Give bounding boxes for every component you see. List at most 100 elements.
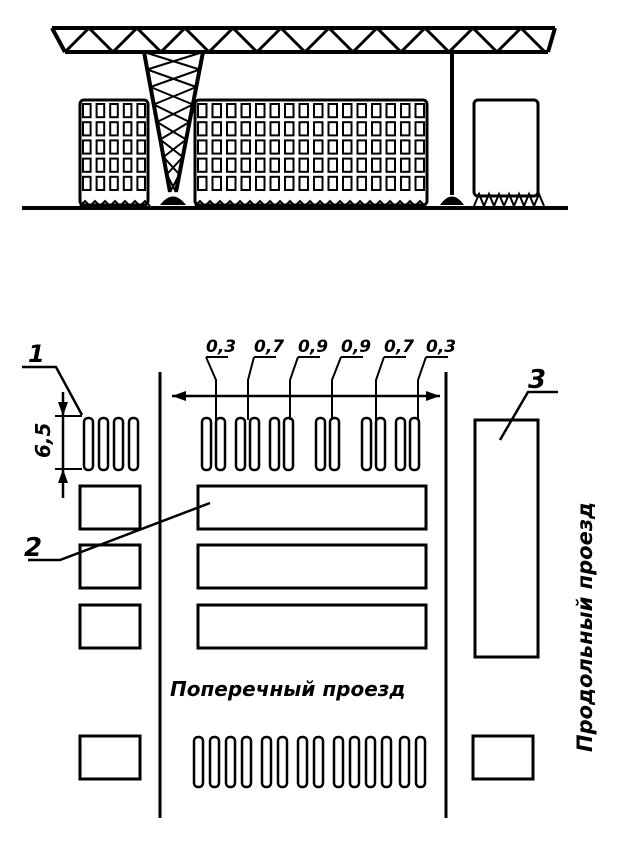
stack-box [197, 139, 208, 155]
stack-box [136, 157, 146, 173]
lattice-bar [166, 156, 184, 176]
truss-diagonal [231, 26, 259, 54]
tall-stack-3 [473, 418, 540, 659]
stack-box [400, 103, 411, 119]
lattice-bar [150, 86, 194, 106]
stack-box [240, 121, 251, 137]
stack-box [197, 175, 208, 192]
stack-box [136, 139, 146, 155]
small-pallet [127, 416, 140, 472]
arrow-left [172, 391, 186, 401]
stack-box [122, 175, 133, 192]
callout-2-label: 2 [24, 533, 42, 563]
narrow-pallet [240, 735, 253, 789]
truss-diagonal [303, 26, 331, 54]
dimension-vertical: 6,5 [31, 392, 82, 498]
dim-leader [289, 356, 299, 420]
stack-box [327, 175, 338, 192]
stack-box [95, 157, 106, 173]
narrow-pallet [192, 735, 205, 789]
narrow-pallet [332, 735, 345, 789]
narrow-pallet [214, 416, 227, 472]
truss-diagonal [159, 26, 187, 54]
truss-diagonal [279, 26, 307, 54]
narrow-pallet [276, 735, 289, 789]
stack-box [255, 139, 266, 155]
stack-box [109, 157, 119, 173]
crane-girder [50, 26, 557, 54]
stack-box [226, 139, 237, 155]
narrow-pallet [268, 416, 281, 472]
lattice-bar [169, 174, 181, 193]
stack-box [240, 103, 251, 119]
narrow-pallet [414, 735, 427, 789]
leg-foot-right [440, 196, 464, 205]
stack-box [371, 121, 382, 137]
stack-box [356, 157, 367, 173]
dimension-vertical-label: 6,5 [31, 423, 55, 458]
stack-box [327, 103, 338, 119]
stack-box [284, 157, 295, 173]
truss-diagonal [207, 26, 235, 54]
stack-box [95, 139, 106, 155]
stack-box [197, 103, 208, 119]
stack-box [95, 121, 106, 137]
lattice-bar [153, 86, 197, 106]
stack-box [414, 175, 425, 192]
stack-box [298, 157, 309, 173]
arrow-right [426, 391, 440, 401]
stack-box [342, 103, 353, 119]
stack-box [122, 103, 133, 119]
stack-box [356, 139, 367, 155]
dim-leader [205, 356, 217, 420]
stack-box [414, 121, 425, 137]
dimension-value: 0,9 [298, 337, 328, 357]
stack-box [298, 175, 309, 192]
narrow-pallet [408, 416, 421, 472]
truss-diagonal [327, 26, 355, 54]
stack-box [197, 157, 208, 173]
narrow-pallet [234, 416, 247, 472]
stack-box [313, 139, 324, 155]
stack-box [109, 175, 119, 192]
stack-box [385, 121, 396, 137]
narrow-pallet [364, 735, 377, 789]
stack-box [371, 157, 382, 173]
stack-box [82, 103, 92, 119]
stack-box [255, 121, 266, 137]
elevation-stack-center [193, 98, 429, 207]
lattice-bar [162, 156, 181, 176]
stack-box [269, 175, 280, 192]
stack-box [371, 103, 382, 119]
truss-diagonal [519, 26, 547, 54]
dimension-value: 0,9 [341, 337, 371, 357]
stack-box [122, 139, 133, 155]
stack-box [226, 157, 237, 173]
stack-box [269, 103, 280, 119]
narrow-pallet [374, 416, 387, 472]
stack-box [82, 157, 92, 173]
stack-box [255, 157, 266, 173]
stack-box [95, 103, 106, 119]
longitudinal-passage-label: Продольный проезд [573, 502, 597, 752]
stack-box [284, 175, 295, 192]
stack-box [342, 157, 353, 173]
stack-box [356, 103, 367, 119]
stack-box [356, 121, 367, 137]
truss-diagonal [87, 26, 115, 54]
stack-box [226, 121, 237, 137]
narrow-pallet [200, 416, 213, 472]
transverse-passage-label: Поперечный проезд [170, 677, 406, 701]
narrow-pallet [224, 735, 237, 789]
lattice-bar [146, 68, 197, 88]
stack-box [269, 121, 280, 137]
stack-box [400, 175, 411, 192]
left-stack-2 [78, 543, 142, 590]
stack-box [284, 121, 295, 137]
truss-diagonal [351, 26, 379, 54]
stack-box [327, 139, 338, 155]
narrow-pallet [312, 735, 325, 789]
narrow-pallet [380, 735, 393, 789]
